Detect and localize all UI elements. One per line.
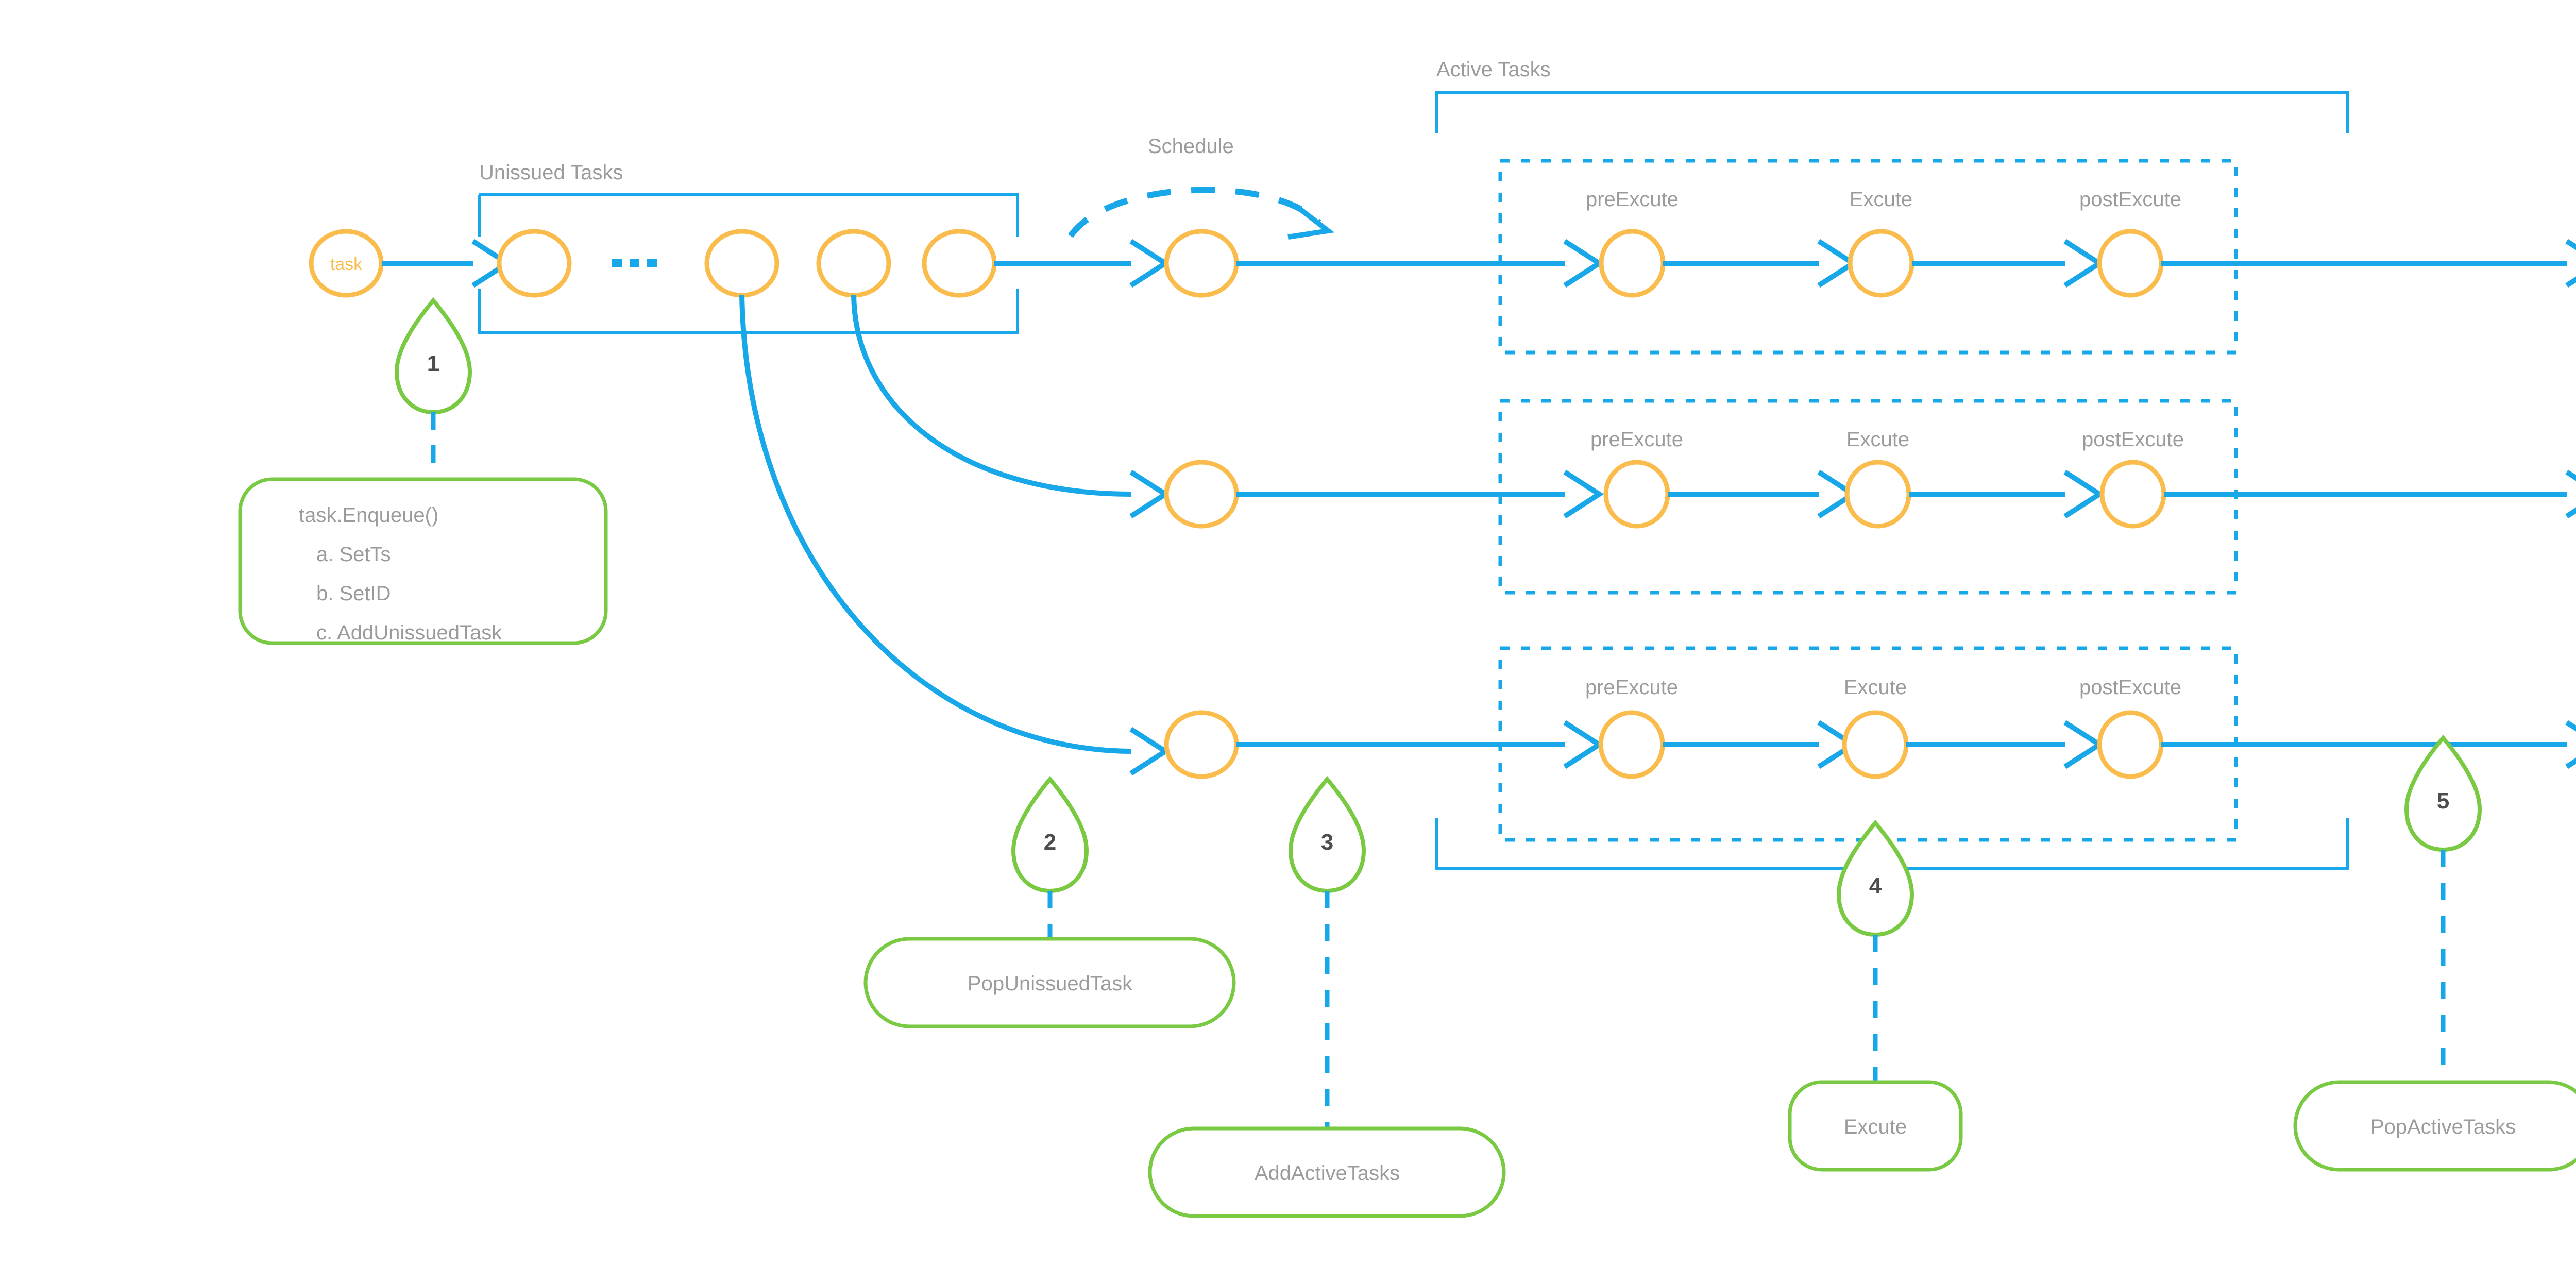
queue-ellipsis (612, 259, 657, 267)
edge-task-to-queue (382, 239, 513, 288)
row2-stage-label-preexcute: preExcute (1590, 428, 1683, 451)
marker-1-number: 1 (427, 351, 439, 376)
queue-node-1[interactable] (497, 229, 572, 298)
task-node-label: task (330, 255, 363, 274)
schedule-arc-arrowhead (1287, 204, 1335, 240)
marker-1-note-box (238, 477, 608, 645)
marker-1-note-line-1: task.Enqueue() (299, 504, 438, 527)
row3-node-postexcute[interactable] (2097, 710, 2164, 779)
row3-node-preexcute[interactable] (1598, 710, 1665, 779)
queue-node-2[interactable] (704, 229, 779, 298)
edge-queue-to-row1 (994, 239, 1171, 288)
unissued-bracket-bottom (478, 289, 1019, 334)
marker-2-group: 2 PopUnissuedTask (863, 775, 1236, 1028)
row1-node-postexcute[interactable] (2097, 229, 2164, 298)
marker-4-number: 4 (1869, 873, 1882, 899)
marker-4-group: 4 Excute (1788, 819, 1963, 1172)
pipeline-row-1: preExcute Excute postExcute (1164, 159, 2576, 355)
task-source-node[interactable]: task (309, 229, 384, 298)
pipeline-row-3: preExcute Excute postExcute (1164, 646, 2576, 842)
row3-stage-label-preexcute: preExcute (1585, 676, 1678, 699)
edge-queue-to-row2 (851, 295, 1171, 519)
marker-2-note-label: PopUnissuedTask (968, 972, 1133, 995)
marker-3-note-label: AddActiveTasks (1255, 1162, 1400, 1185)
queue-node-4[interactable] (922, 229, 997, 298)
row2-stage-label-excute: Excute (1846, 428, 1909, 451)
row2-node-excute[interactable] (1844, 460, 1911, 529)
row2-entry-node[interactable] (1164, 460, 1239, 529)
schedule-arc (1068, 187, 1321, 238)
marker-5-note-label: PopActiveTasks (2370, 1116, 2516, 1138)
marker-3-group: 3 AddActiveTasks (1148, 775, 1506, 1218)
marker-1-note-line-4: c. AddUnissuedTask (316, 621, 502, 644)
row2-node-postexcute[interactable] (2099, 460, 2166, 529)
active-tasks-label: Active Tasks (1436, 58, 1551, 81)
task-node-shape (309, 229, 384, 298)
marker-4-note-label: Excute (1844, 1116, 1907, 1138)
marker-3-number: 3 (1321, 830, 1333, 855)
marker-4-note-box (1788, 1080, 1963, 1172)
row2-stage-label-postexcute: postExcute (2082, 428, 2184, 451)
row1-node-excute[interactable] (1848, 229, 1914, 298)
marker-1-note-line-3: b. SetID (316, 582, 391, 605)
row3-entry-node[interactable] (1164, 710, 1239, 779)
active-bracket-top (1435, 91, 2349, 133)
row2-node-preexcute[interactable] (1603, 460, 1670, 529)
schedule-annotation: Schedule (1068, 135, 1335, 240)
row1-stage-label-postexcute: postExcute (2079, 188, 2181, 211)
unissued-queue-nodes (497, 229, 997, 298)
row3-stage-label-postexcute: postExcute (2079, 676, 2181, 699)
marker-2-note-box (863, 937, 1236, 1028)
row1-stage-box (1498, 159, 2238, 355)
row1-node-preexcute[interactable] (1599, 229, 1666, 298)
unissued-tasks-group: Unissued Tasks (478, 161, 1019, 334)
row3-stage-label-excute: Excute (1844, 676, 1907, 699)
edge-queue-to-row3 (739, 295, 1171, 776)
schedule-label: Schedule (1148, 135, 1234, 158)
row1-stage-label-preexcute: preExcute (1586, 188, 1679, 211)
marker-3-note-box (1148, 1126, 1506, 1218)
marker-2-number: 2 (1044, 830, 1056, 855)
pipeline-row-2: preExcute Excute postExcute (1164, 399, 2576, 595)
marker-1-note-line-2: a. SetTs (316, 543, 391, 566)
row1-entry-node[interactable] (1164, 229, 1239, 298)
marker-5-group: 5 PopActiveTasks (2293, 734, 2576, 1172)
queue-node-3[interactable] (816, 229, 891, 298)
unissued-bracket-top (478, 193, 1019, 237)
row1-stage-label-excute: Excute (1850, 188, 1912, 211)
marker-1-group: 1 task.Enqueue() a. SetTs b. SetID c. Ad… (238, 297, 608, 645)
marker-5-number: 5 (2437, 788, 2449, 814)
unissued-tasks-label: Unissued Tasks (479, 161, 623, 184)
marker-5-note-box (2293, 1080, 2576, 1172)
row3-node-excute[interactable] (1842, 710, 1909, 779)
